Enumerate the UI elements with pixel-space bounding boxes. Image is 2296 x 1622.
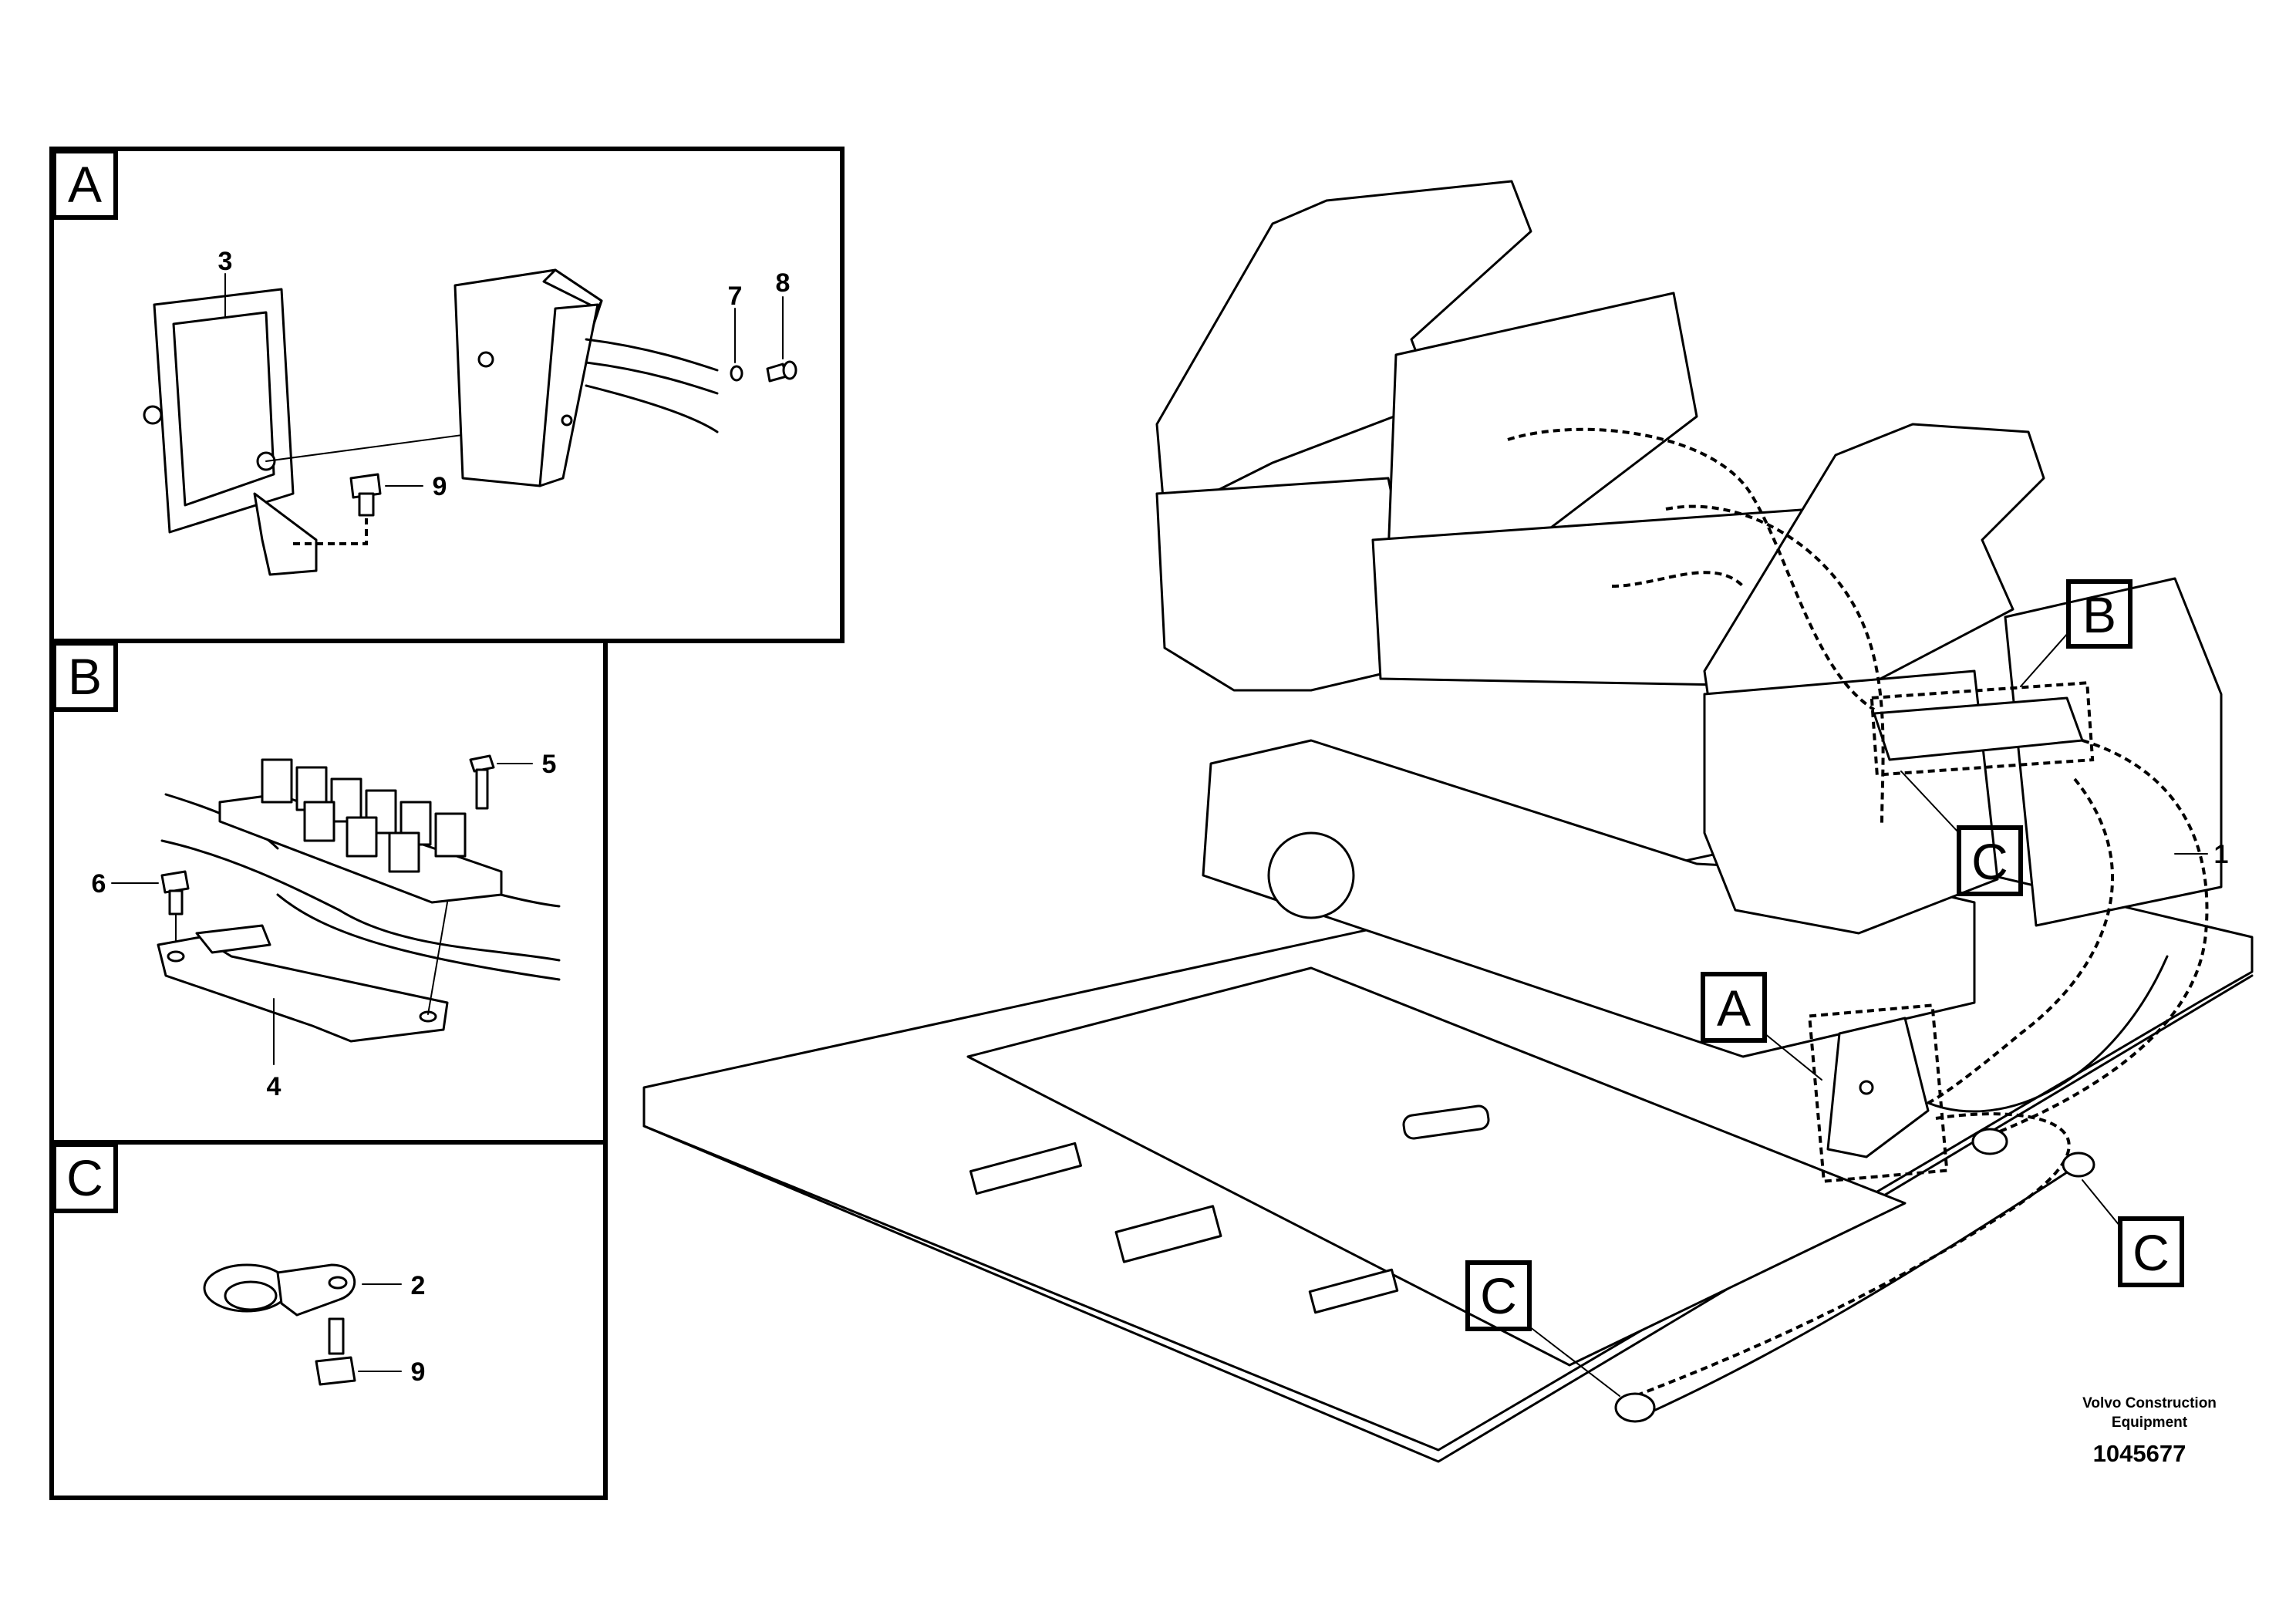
relay-block [218, 758, 503, 904]
bolt-part-9 [293, 473, 382, 545]
bolt-part-6 [160, 870, 190, 946]
detail-panel-b: B 5 [49, 639, 608, 1145]
main-tag-b: B [2082, 586, 2116, 643]
callout-8: 8 [776, 268, 791, 298]
callout-3: 3 [218, 247, 233, 276]
panel-c-label: C [66, 1149, 103, 1206]
callout-7: 7 [728, 282, 743, 311]
wiring-harness-part-1 [1507, 427, 2209, 1421]
callout-5: 5 [542, 750, 557, 779]
screw-part-8 [766, 360, 797, 383]
brand-line-1: Volvo Construction [2082, 1395, 2217, 1411]
control-module-box [453, 268, 719, 487]
callout-6: 6 [92, 869, 106, 899]
detail-panel-c: C 2 9 [49, 1140, 608, 1500]
callout-9-a: 9 [433, 472, 447, 501]
screw-part-5 [469, 754, 495, 810]
callout-4: 4 [267, 1072, 282, 1101]
panel-b-label: B [68, 648, 102, 705]
main-tag-c-lower-left: C [1480, 1267, 1517, 1324]
clamp-c-locations [1614, 1128, 2095, 1423]
main-tag-a: A [1717, 980, 1751, 1037]
callout-2: 2 [411, 1271, 426, 1300]
detail-panel-a: A [49, 147, 845, 643]
main-assembly-drawing: 1 B C A C C [642, 180, 2254, 1463]
bolt-part-9-c [315, 1317, 356, 1386]
main-tag-c-upper: C [1971, 833, 2008, 890]
callout-9-c: 9 [411, 1357, 426, 1387]
washer-part-7 [730, 365, 743, 382]
main-tag-c-lower-right: C [2132, 1224, 2170, 1281]
p-clamp-part-2 [203, 1263, 356, 1317]
brand-line-2: Equipment [2112, 1415, 2188, 1431]
module-a-location [1807, 1003, 1949, 1183]
callout-1: 1 [2214, 840, 2229, 869]
right-console [1703, 423, 2223, 935]
panel-a-label: A [68, 156, 102, 213]
part-number: 1045677 [2093, 1440, 2186, 1467]
relay-row [261, 758, 467, 873]
bracket-frame-part-3 [143, 288, 318, 576]
left-console [1155, 180, 1814, 692]
footer-branding: Volvo Construction Equipment 1045677 [2082, 1395, 2217, 1467]
mounting-plate-part-4 [157, 902, 449, 1043]
